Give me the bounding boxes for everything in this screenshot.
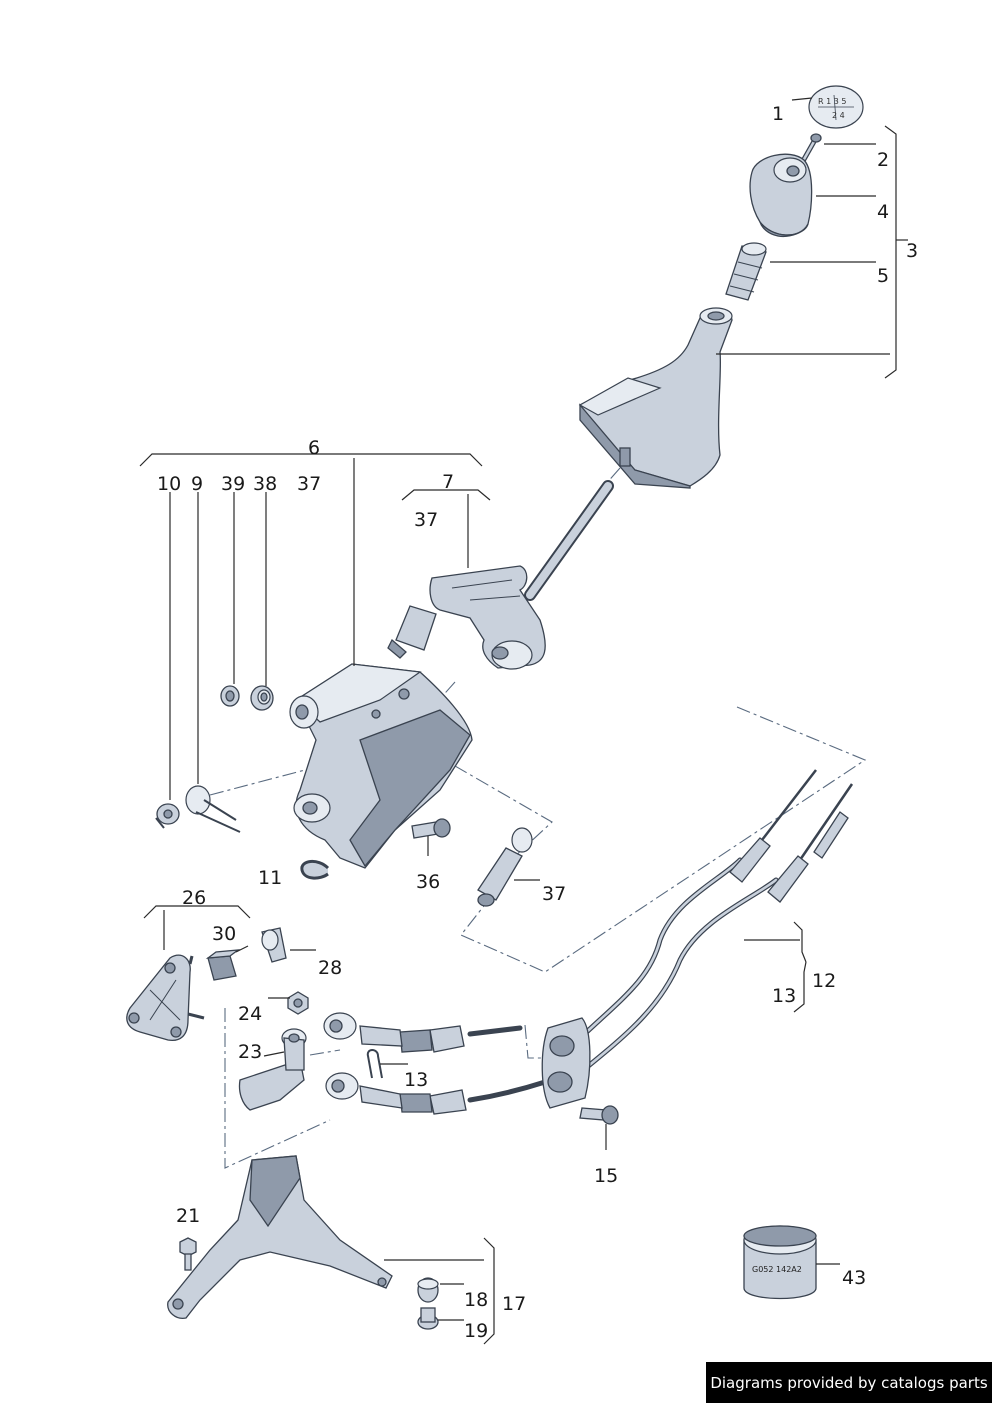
callout-19: 19: [464, 1320, 488, 1342]
hex-nut: [287, 991, 309, 1015]
callout-21: 21: [176, 1205, 200, 1227]
callout-7: 7: [442, 471, 454, 493]
knob-cap-pattern-top: R 1 3 5: [818, 97, 846, 106]
housing-bolt: [411, 818, 451, 839]
gear-lever-shaft: [524, 480, 614, 601]
grease-tin: G052 142A2: [743, 1225, 817, 1300]
frame-bolt: [179, 1237, 197, 1271]
callout-24: 24: [238, 1003, 262, 1025]
dash-line-cable-loop: [460, 706, 867, 973]
callout-13-cable: 13: [772, 985, 796, 1007]
dash-line-bracket: [224, 1008, 331, 1169]
clip: [155, 803, 180, 829]
knob-sleeve: [725, 242, 767, 301]
knob-cap-pattern-bottom: 2 4: [832, 111, 845, 120]
callout-2: 2: [877, 149, 889, 171]
callout-10: 10: [157, 473, 181, 495]
callout-6: 6: [308, 437, 320, 459]
dash-line-cable-end: [524, 1024, 545, 1059]
callout-37-housing: 37: [297, 473, 321, 495]
callout-23: 23: [238, 1041, 262, 1063]
frame-sleeve: [417, 1277, 439, 1303]
callout-37-top: 37: [414, 509, 438, 531]
callout-15: 15: [594, 1165, 618, 1187]
callout-13-clip: 13: [404, 1069, 428, 1091]
cable-end-socket: [477, 827, 533, 907]
callout-3: 3: [906, 240, 918, 262]
callout-11: 11: [258, 867, 282, 889]
knob-screw: [800, 133, 822, 164]
retainer-clip: [261, 927, 287, 963]
leader-lines: [139, 97, 908, 1345]
gear-boot: [578, 307, 733, 489]
shift-cables: [323, 769, 854, 1115]
selector-housing: [289, 663, 473, 869]
dash-line-lever: [309, 1049, 341, 1056]
callout-30: 30: [212, 923, 236, 945]
grease-tin-label: G052 142A2: [752, 1265, 802, 1274]
callout-9: 9: [191, 473, 203, 495]
callout-4: 4: [877, 201, 889, 223]
callout-1: 1: [772, 103, 784, 125]
mounting-frame: [167, 1155, 393, 1319]
shift-knob: [749, 153, 813, 238]
frame-grommet: [417, 1307, 439, 1330]
knob-cap: R 1 3 5 2 4: [808, 85, 864, 129]
bushing: [250, 685, 274, 711]
cable-clip: [366, 1049, 383, 1079]
callout-17: 17: [502, 1293, 526, 1315]
callout-18: 18: [464, 1289, 488, 1311]
callout-37-socket: 37: [542, 883, 566, 905]
watermark-banner: Diagrams provided by catalogs parts: [706, 1362, 992, 1403]
callout-5: 5: [877, 265, 889, 287]
support-bracket: [126, 954, 205, 1042]
cable-mount-bolt: [579, 1105, 619, 1125]
selector-lever: [387, 565, 546, 670]
rubber-block: [205, 949, 241, 981]
cable-lever: [238, 1028, 307, 1111]
callout-26: 26: [182, 887, 206, 909]
callout-43: 43: [842, 1267, 866, 1289]
spring: [185, 785, 241, 833]
callout-39: 39: [221, 473, 245, 495]
callout-12: 12: [812, 970, 836, 992]
callout-38: 38: [253, 473, 277, 495]
callout-28: 28: [318, 957, 342, 979]
washer: [220, 685, 240, 707]
circlip: [300, 860, 330, 880]
callout-36: 36: [416, 871, 440, 893]
